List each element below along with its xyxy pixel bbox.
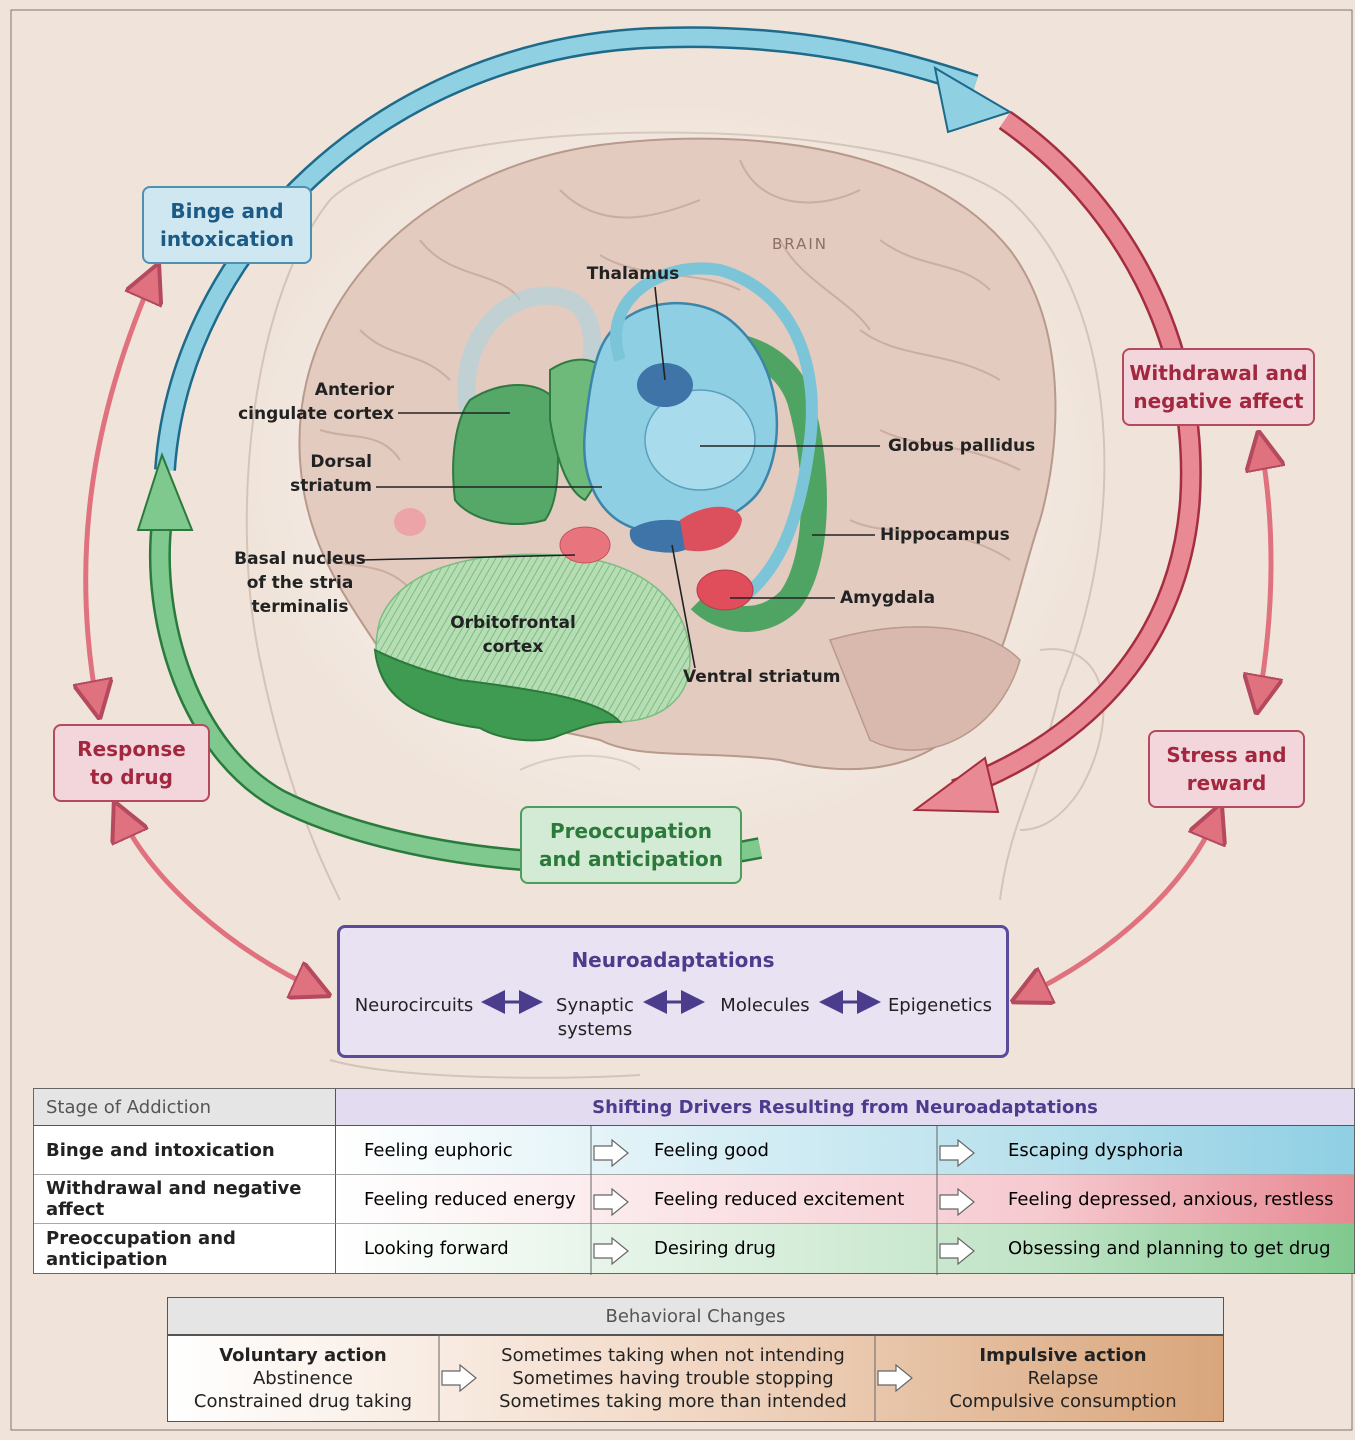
impulsive-action-title: Impulsive action (979, 1345, 1147, 1366)
stage-binge-box: Binge and intoxication (142, 186, 312, 264)
transition-line-3: Sometimes taking more than intended (499, 1391, 847, 1412)
preoccupation-driver-2: Desiring drug (654, 1238, 776, 1259)
withdrawal-driver-3: Feeling depressed, anxious, restless (1008, 1188, 1334, 1210)
stress-and-reward-box: Stress and reward (1148, 730, 1305, 808)
header-stage-of-addiction: Stage of Addiction (34, 1089, 336, 1126)
withdrawal-driver-2: Feeling reduced excitement (654, 1188, 905, 1210)
neuroadaptations-box: Neuroadaptations Neurocircuits Synaptic … (337, 925, 1009, 1058)
binge-driver-3: Escaping dysphoria (1008, 1139, 1184, 1161)
red-arrowhead (912, 756, 1000, 814)
label-orbitofrontal-cortex: Orbitofrontal cortex (450, 613, 576, 657)
behavioral-changes-box: Behavioral Changes Voluntary action Abst… (167, 1297, 1224, 1422)
impulsive-line-2: Compulsive consumption (949, 1391, 1177, 1412)
figure-frame (10, 9, 1353, 1431)
preoccupation-driver-1: Looking forward (364, 1238, 509, 1259)
row-preoccupation-drivers: Looking forward Desiring drug Obsessing … (336, 1224, 1354, 1273)
row-binge-drivers: Feeling euphoric Feeling good Escaping d… (336, 1126, 1354, 1175)
neuro-item-neurocircuits: Neurocircuits (354, 995, 474, 1016)
label-dorsal-striatum: Dorsal striatum (290, 452, 372, 496)
row-withdrawal-drivers: Feeling reduced energy Feeling reduced e… (336, 1175, 1354, 1224)
binge-driver-2: Feeling good (654, 1139, 769, 1161)
neuro-arrows (481, 990, 881, 1014)
neuroadaptations-title: Neuroadaptations (571, 948, 775, 972)
label-globus-pallidus: Globus pallidus (888, 436, 1036, 456)
transition-column: Sometimes taking when not intending Some… (468, 1344, 878, 1413)
label-hippocampus: Hippocampus (880, 525, 1010, 545)
label-anterior-cingulate-cortex: Anterior cingulate cortex (238, 380, 394, 424)
neuro-item-synaptic-systems: Synaptic systems (556, 995, 634, 1040)
row-stage-binge: Binge and intoxication (34, 1126, 336, 1175)
drivers-table: Stage of Addiction Shifting Drivers Resu… (33, 1088, 1355, 1275)
withdrawal-driver-1: Feeling reduced energy (364, 1188, 576, 1210)
binge-driver-1: Feeling euphoric (364, 1139, 513, 1161)
brain-illustration (298, 137, 1057, 771)
blue-arrowhead (933, 66, 1013, 134)
label-basal-nucleus-stria-terminalis: Basal nucleus of the stria terminalis (234, 549, 366, 617)
neuro-item-epigenetics: Epigenetics (887, 995, 993, 1016)
transition-line-2: Sometimes having trouble stopping (512, 1368, 834, 1389)
stage-withdrawal-box: Withdrawal and negative affect (1122, 348, 1315, 426)
leader-lines (359, 286, 880, 669)
stage-preoccupation-box: Preoccupation and anticipation (520, 806, 742, 884)
voluntary-action-title: Voluntary action (219, 1345, 387, 1366)
row-stage-withdrawal: Withdrawal and negative affect (34, 1175, 336, 1224)
impulsive-action-column: Impulsive action Relapse Compulsive cons… (903, 1344, 1223, 1413)
response-to-drug-box: Response to drug (53, 724, 210, 802)
double-arrows (86, 272, 1271, 998)
impulsive-line-1: Relapse (1027, 1368, 1099, 1389)
label-ventral-striatum: Ventral striatum (683, 667, 841, 687)
preoccupation-driver-3: Obsessing and planning to get drug (1008, 1238, 1331, 1259)
header-shifting-drivers: Shifting Drivers Resulting from Neuroada… (336, 1089, 1354, 1126)
voluntary-line-1: Abstinence (252, 1368, 354, 1389)
label-thalamus: Thalamus (586, 264, 680, 284)
voluntary-action-column: Voluntary action Abstinence Constrained … (168, 1344, 438, 1413)
label-amygdala: Amygdala (840, 588, 936, 608)
behavioral-gradient (168, 1336, 1223, 1421)
voluntary-line-2: Constrained drug taking (193, 1391, 413, 1412)
row-stage-preoccupation: Preoccupation and anticipation (34, 1224, 336, 1273)
transition-line-1: Sometimes taking when not intending (501, 1345, 845, 1366)
behavioral-changes-title: Behavioral Changes (168, 1298, 1223, 1336)
neuro-item-molecules: Molecules (720, 995, 810, 1016)
brain-title: BRAIN (772, 235, 829, 253)
